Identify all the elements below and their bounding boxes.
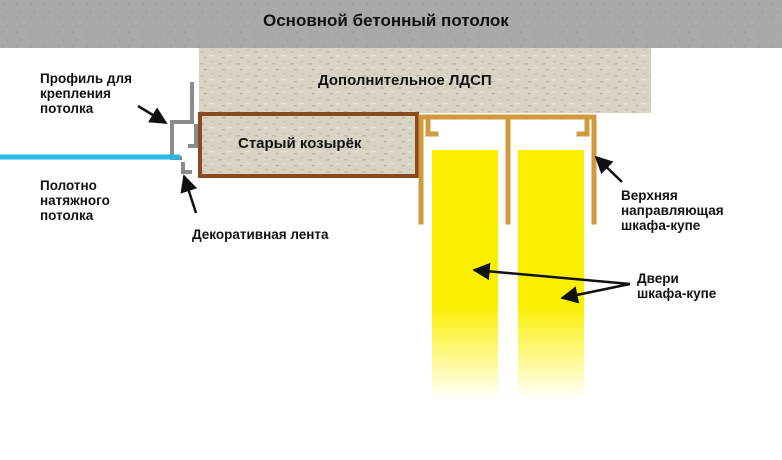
- arrow-door-right: [560, 282, 631, 304]
- label-old-canopy: Старый козырёк: [238, 135, 362, 152]
- arrow-profile: [137, 104, 168, 125]
- label-ceiling-profile: Профиль для крепления потолка: [40, 71, 132, 116]
- label-doors: Двери шкафа-купе: [637, 271, 717, 301]
- label-decor-tape: Декоративная лента: [192, 227, 329, 242]
- old-canopy-layer: [198, 112, 419, 178]
- concrete-ceiling: [0, 0, 782, 48]
- label-stretch-sheet: Полотно натяжного потолка: [40, 178, 110, 223]
- extra-chipboard-layer: [199, 48, 651, 113]
- arrow-decor-tape: [180, 174, 198, 214]
- arrow-door-left: [472, 262, 631, 286]
- wardrobe-door-left: [432, 150, 498, 400]
- arrow-top-rail: [594, 155, 623, 183]
- label-concrete-ceiling: Основной бетонный потолок: [263, 11, 509, 30]
- top-guide-rail: [418, 114, 597, 225]
- label-top-rail: Верхняя направляющая шкафа-купе: [621, 188, 724, 233]
- label-extra-chipboard: Дополнительное ЛДСП: [318, 72, 492, 89]
